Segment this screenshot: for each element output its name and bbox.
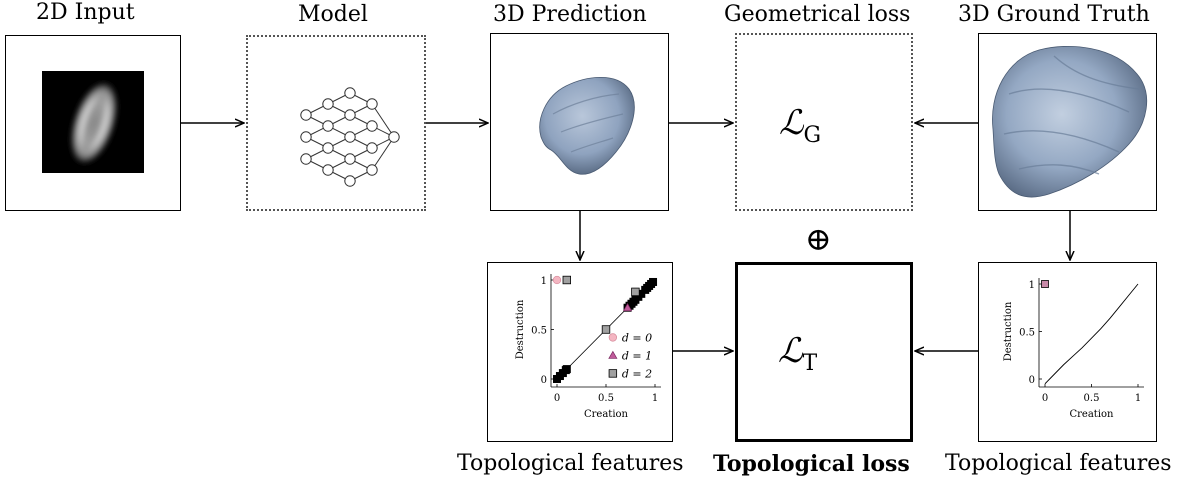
persistence-point-d0 (552, 275, 562, 285)
model-title: Model (298, 2, 368, 27)
persistence-point-d2 (631, 287, 640, 297)
geometrical-loss-symbol: ℒG (779, 103, 822, 148)
ground-truth-features-caption: Topological features (945, 451, 1172, 476)
neuron-node (344, 109, 356, 121)
y-axis-label: Destruction (515, 299, 526, 359)
prediction-mesh (539, 77, 635, 175)
persistence-point-d2 (562, 275, 571, 285)
x-axis-label: Creation (1070, 409, 1115, 420)
neuron-node (366, 142, 378, 154)
ground-truth-mesh (992, 45, 1148, 198)
x-tick-label: 1 (652, 393, 658, 404)
y-tick-label: 1 (1029, 280, 1035, 291)
neuron-node (300, 131, 312, 143)
neuron-node (344, 87, 356, 99)
x-tick-label: 1 (1135, 393, 1141, 404)
x-tick-label: 0 (1042, 393, 1048, 404)
ground-truth-title: 3D Ground Truth (958, 2, 1150, 27)
y-tick-label: 0 (541, 375, 547, 386)
y-tick-label: 1 (541, 276, 547, 287)
neuron-node (366, 120, 378, 132)
legend-label: d = 1 (622, 349, 652, 362)
prediction-features-caption: Topological features (457, 451, 684, 476)
neuron-node (322, 142, 334, 154)
y-tick-label: 0.5 (531, 326, 547, 337)
persistence-point-d2 (562, 365, 571, 374)
y-axis-label: Destruction (1003, 301, 1014, 361)
model-box (246, 35, 426, 211)
topological-loss-symbol: ℒT (778, 331, 818, 376)
topological-loss-box: ℒT (735, 262, 913, 442)
neuron-node (300, 109, 312, 121)
neuron-node (366, 98, 378, 110)
neural-network-icon (300, 87, 400, 187)
legend-marker-d1 (608, 350, 618, 359)
neuron-node (322, 120, 334, 132)
persistence-point-d2 (601, 325, 611, 334)
input-microscopy-image (42, 71, 144, 173)
neuron-node (300, 153, 312, 165)
y-tick-label: 0.5 (1019, 328, 1035, 339)
persistence-point-d2 (649, 277, 658, 286)
ground-truth-box (978, 33, 1157, 211)
input-image-box (5, 35, 181, 211)
neuron-node (366, 164, 378, 176)
geometrical-loss-box: ℒG (735, 33, 913, 211)
neuron-node (322, 164, 334, 176)
diagonal-curve (1044, 283, 1139, 385)
neuron-node (388, 131, 400, 143)
x-axis-label: Creation (584, 409, 629, 420)
topological-loss-caption: Topological loss (713, 451, 910, 477)
x-tick-label: 0 (554, 393, 560, 404)
prediction-title: 3D Prediction (493, 2, 647, 27)
x-tick-label: 0.5 (1084, 393, 1100, 404)
input-title: 2D Input (36, 0, 135, 25)
neuron-node (344, 131, 356, 143)
neuron-node (322, 98, 334, 110)
persistence-point-d2 (1041, 280, 1049, 288)
x-tick-label: 0.5 (598, 393, 614, 404)
legend-marker-d2 (608, 369, 618, 378)
prediction-box (490, 33, 669, 211)
neuron-node (344, 175, 356, 187)
combine-operator: ⊕ (805, 220, 832, 258)
persistence-point-d1 (622, 303, 633, 312)
y-tick-label: 0 (1029, 375, 1035, 386)
geometrical-loss-title: Geometrical loss (724, 2, 911, 27)
legend-marker-d0 (608, 333, 618, 342)
legend-label: d = 2 (622, 367, 652, 380)
neuron-node (344, 153, 356, 165)
legend-label: d = 0 (622, 331, 652, 344)
